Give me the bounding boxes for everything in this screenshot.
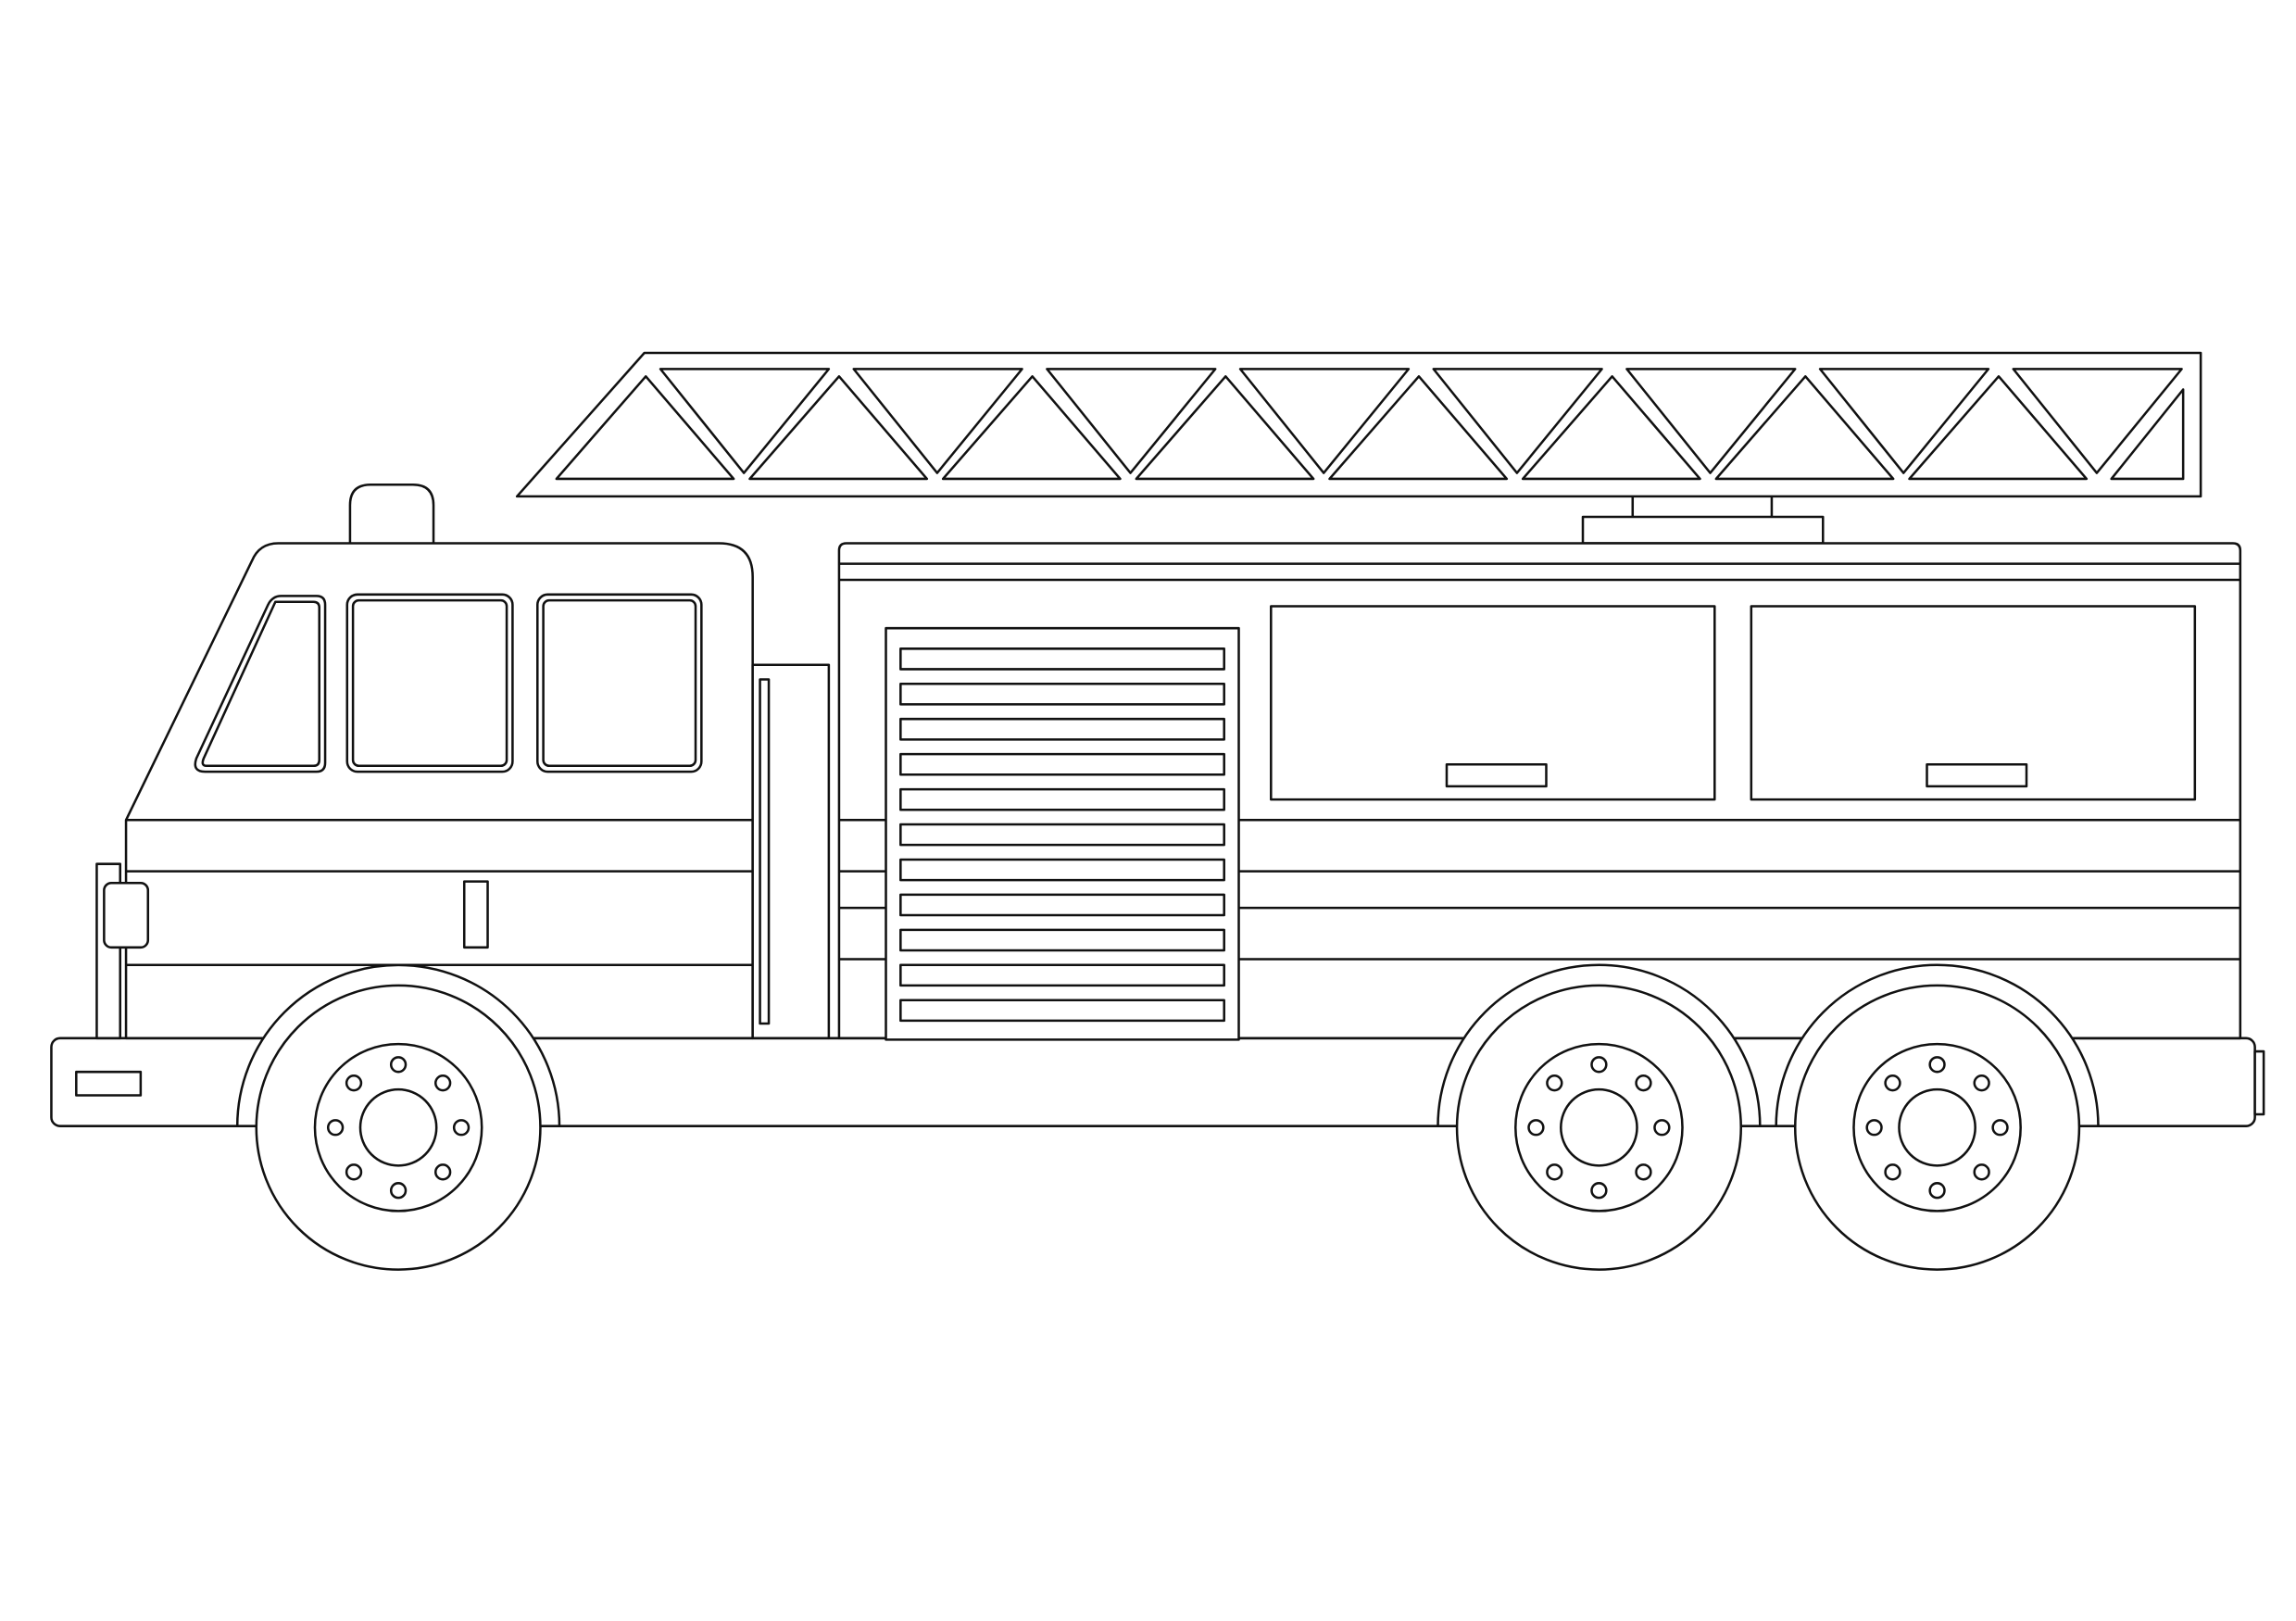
wheel-bolt <box>1590 1056 1608 1074</box>
ladder-rung-triangle <box>1432 368 1603 474</box>
wheel-bolt <box>326 1119 345 1137</box>
grill-slat <box>899 647 1225 671</box>
wheel-bolt <box>1884 1074 1901 1092</box>
ladder-rung-triangle <box>1714 375 1895 481</box>
rear-body <box>837 542 2242 1041</box>
grill-slat <box>899 963 1225 987</box>
wheel-bolt <box>1973 1163 1990 1181</box>
hub-center <box>358 1087 438 1167</box>
wheel-bolt <box>434 1074 452 1092</box>
ladder-rung-triangle <box>2110 388 2185 481</box>
grill-slat <box>899 893 1225 917</box>
wheel <box>1775 963 2100 1271</box>
wheel-bolt <box>1884 1163 1901 1181</box>
wheel-bolt <box>452 1119 470 1137</box>
ladder-rung-triangle <box>1238 368 1411 474</box>
wheel-bolt <box>345 1074 363 1092</box>
grill-slat <box>899 682 1225 706</box>
grill-slat <box>899 752 1225 776</box>
compartment-handle <box>1926 762 2028 788</box>
hub-center <box>1898 1087 1976 1167</box>
wheel-bolt <box>1991 1119 2009 1137</box>
cab <box>95 483 839 1040</box>
ladder-mount <box>1581 515 1825 545</box>
ladder-rung-triangle <box>748 375 929 481</box>
wheel-bolt <box>1653 1119 1671 1137</box>
compartment-handle <box>1445 762 1548 788</box>
roof-light <box>348 483 435 544</box>
ladder-rung-triangle <box>941 375 1122 481</box>
ladder-rung-triangle <box>1328 375 1509 481</box>
ladder-rung-triangle <box>659 368 831 474</box>
wheel-bolt <box>1546 1074 1563 1092</box>
grill-slat <box>899 823 1225 847</box>
ladder-rung-triangle <box>1135 375 1315 481</box>
wheel-bolt <box>1865 1119 1883 1137</box>
grill-slat <box>899 787 1225 811</box>
wheel-bolt <box>434 1163 452 1181</box>
wheel-bolt <box>1527 1119 1545 1137</box>
grill-slat <box>899 928 1225 952</box>
wheel-bolt <box>1546 1163 1563 1181</box>
wheel-bolt <box>389 1056 408 1074</box>
wheel <box>235 963 561 1271</box>
grill-slat <box>899 717 1225 741</box>
ladder-rung-triangle <box>1818 368 1990 474</box>
wheel <box>1437 963 1762 1271</box>
grill-slat <box>899 999 1225 1023</box>
license-plate <box>75 1070 143 1097</box>
wheel-bolt <box>1928 1182 1946 1200</box>
wheel-bolt <box>1973 1074 1990 1092</box>
door-handle <box>462 880 489 949</box>
ladder-rung-triangle <box>1908 375 2089 481</box>
headlight <box>103 881 150 949</box>
ladder-rung-triangle <box>1625 368 1797 474</box>
wheel-bolt <box>1590 1182 1608 1200</box>
wheel-bolt <box>1928 1056 1946 1074</box>
wheel-bolt <box>389 1182 408 1200</box>
ladder <box>515 351 2202 545</box>
ladder-rung-triangle <box>1521 375 1701 481</box>
hub-center <box>1560 1087 1638 1167</box>
wheel-bolt <box>1635 1074 1652 1092</box>
wheel-bolt <box>345 1163 363 1181</box>
ladder-rung-triangle <box>852 368 1023 474</box>
wheel-bolt <box>1635 1163 1652 1181</box>
ladder-rung-triangle <box>1046 368 1217 474</box>
grill-slat <box>899 858 1225 882</box>
ladder-rung-triangle <box>2012 368 2183 474</box>
ladder-rung-triangle <box>555 375 735 481</box>
